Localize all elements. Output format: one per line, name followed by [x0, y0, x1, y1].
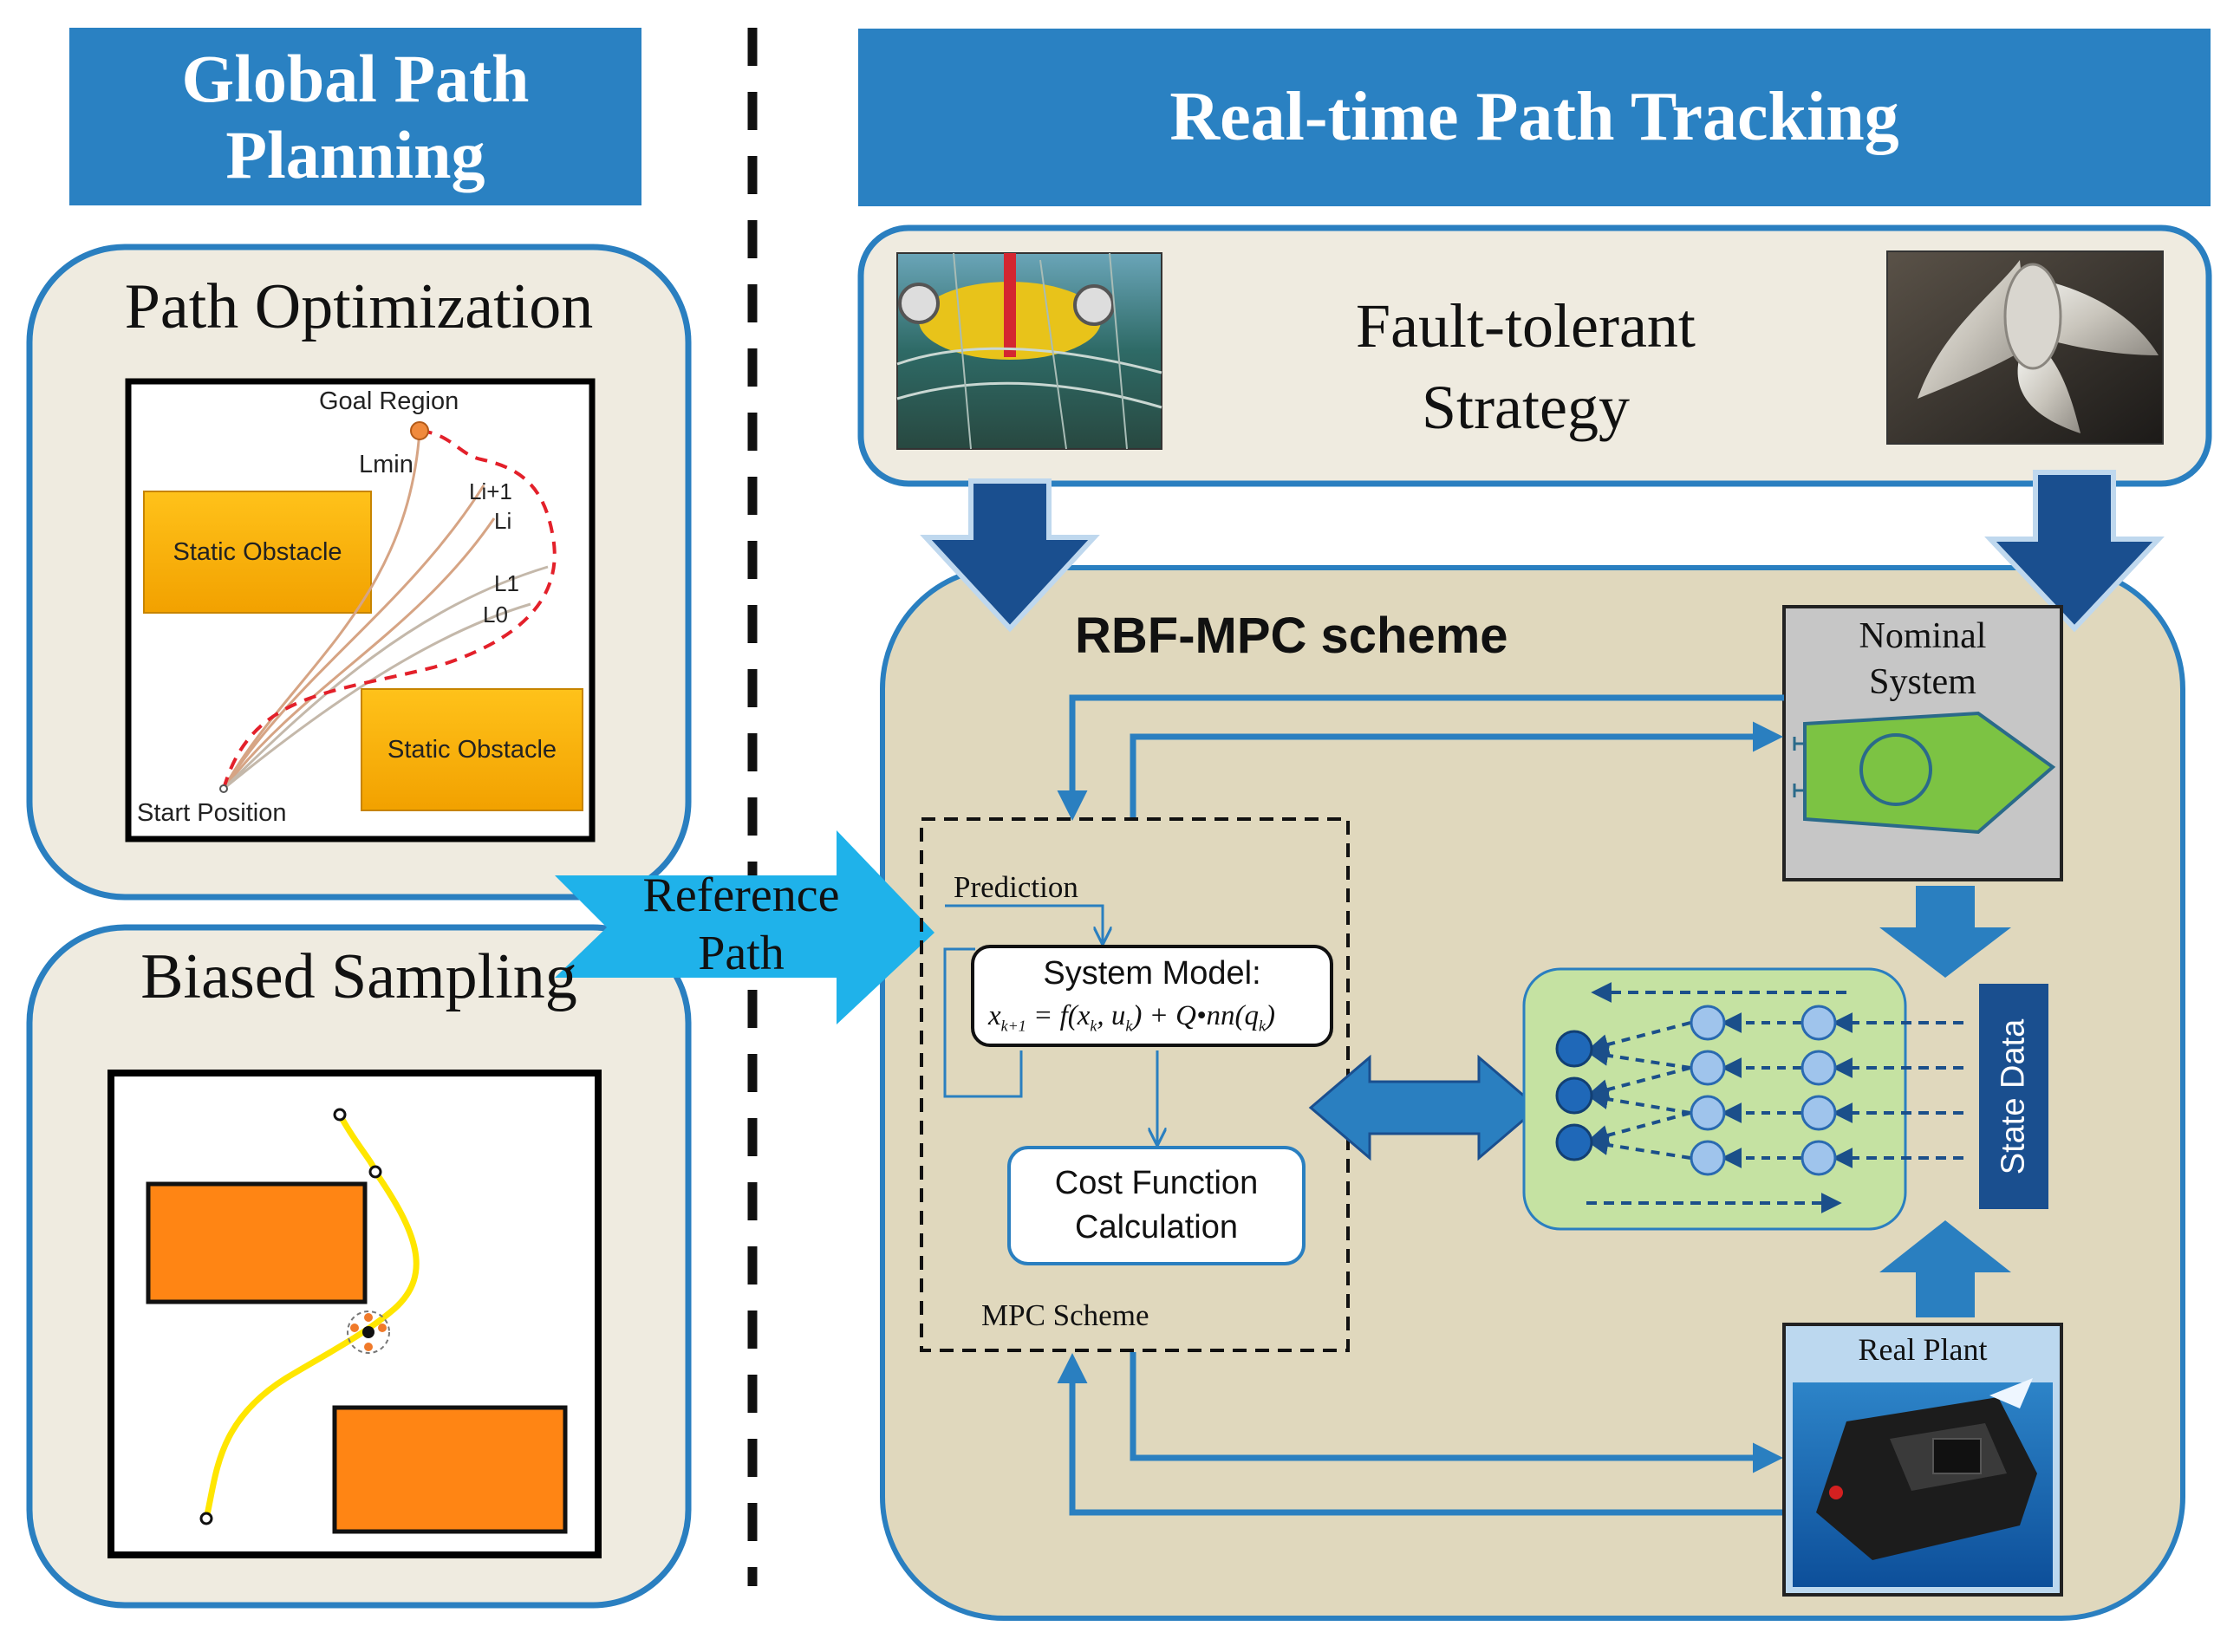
cost-function-line2: Calculation	[1075, 1209, 1238, 1246]
static-obstacle-top-label: Static Obstacle	[173, 537, 342, 566]
rbf-network-graph	[1555, 982, 1963, 1213]
fault-tolerant-line2: Strategy	[1422, 372, 1630, 442]
static-obstacle-bottom-label: Static Obstacle	[387, 735, 557, 764]
reference-path-line2: Path	[698, 927, 785, 981]
curve-label-l1: L1	[494, 570, 519, 596]
start-position-label: Start Position	[137, 799, 287, 827]
static-obstacle-bottom	[361, 688, 583, 811]
system-model-box: System Model: xk+1 = f(xk, uk) + Q•nn(qk…	[971, 945, 1333, 1047]
optimized-path	[222, 429, 557, 790]
plant-to-nn-arrow	[1879, 1220, 2011, 1317]
fault-tolerant-panel	[857, 224, 2212, 487]
biased-sampling-title: Biased Sampling	[140, 941, 577, 1012]
reference-path-line1: Reference	[642, 868, 840, 922]
start-position-marker	[219, 784, 228, 793]
static-obstacle-top	[143, 491, 372, 614]
prediction-loop	[943, 947, 1023, 1098]
state-data-label-wrap: State Data	[1979, 984, 2048, 1209]
goal-region-label: Goal Region	[319, 387, 459, 415]
fault-tolerant-strategy-label: Fault-tolerant Strategy	[1162, 286, 1890, 448]
system-model-equation: xk+1 = f(xk, uk) + Q•nn(qk)	[988, 1000, 1276, 1035]
real-time-path-tracking-header: Real-time Path Tracking	[858, 29, 2211, 206]
mpc-to-nominal-arrow	[1130, 721, 1783, 817]
state-data-bar	[1979, 984, 2048, 1209]
curve-label-li: Li	[494, 508, 512, 534]
goal-region-marker	[410, 421, 429, 440]
candidate-paths	[222, 430, 496, 790]
fault-tolerant-line1: Fault-tolerant	[1356, 291, 1696, 361]
global-path-planning-header: Global Path Planning	[69, 28, 641, 205]
mpc-to-plant-arrow	[1130, 1352, 1783, 1473]
underwater-vehicle-net-photo-icon	[896, 252, 1162, 450]
fault-arrow-right	[1984, 470, 2165, 633]
rbf-mpc-title: RBF-MPC scheme	[1075, 608, 1508, 664]
nominal-system-label: Nominal System	[1784, 614, 2061, 705]
sampling-obstacle-bottom	[332, 1405, 568, 1534]
cost-function-line1: Cost Function	[1054, 1164, 1259, 1201]
mpc-scheme-box	[920, 817, 1350, 1352]
plant-to-mpc-arrow	[1057, 1353, 1784, 1516]
system-model-label: System Model:	[1043, 955, 1261, 992]
nominal-to-nn-arrow	[1879, 886, 2011, 978]
boat-photo-icon	[1793, 1378, 2053, 1587]
sampling-cluster-icon	[347, 1311, 390, 1354]
sampling-waypoint-node	[368, 1165, 382, 1179]
curve-label-l0: L0	[483, 602, 508, 628]
propeller-photo-icon	[1886, 250, 2164, 445]
state-data-label: State Data	[1995, 1018, 2032, 1174]
real-plant-label: Real Plant	[1858, 1332, 1988, 1367]
path-optimization-title: Path Optimization	[124, 271, 594, 342]
cost-function-box: Cost Function Calculation	[1007, 1146, 1306, 1265]
reference-path-arrow	[555, 830, 934, 1024]
sampling-start-node	[199, 1512, 213, 1525]
prediction-label: Prediction	[954, 870, 1078, 904]
nominal-to-mpc-arrow	[1057, 694, 1784, 821]
sampling-obstacle-top	[146, 1181, 368, 1304]
nominal-line1: Nominal	[1859, 616, 1987, 656]
reference-path-label: Reference Path	[624, 867, 858, 983]
global-path-planning-line2: Planning	[225, 116, 485, 192]
mpc-scheme-label: MPC Scheme	[981, 1298, 1149, 1332]
curve-label-li1: Li+1	[469, 478, 512, 504]
sampling-goal-node	[333, 1108, 347, 1122]
curve-label-lmin: Lmin	[359, 451, 413, 478]
nominal-line2: System	[1869, 661, 1976, 702]
fault-arrow-left	[920, 478, 1100, 633]
global-path-planning-line1: Global Path	[181, 41, 530, 117]
